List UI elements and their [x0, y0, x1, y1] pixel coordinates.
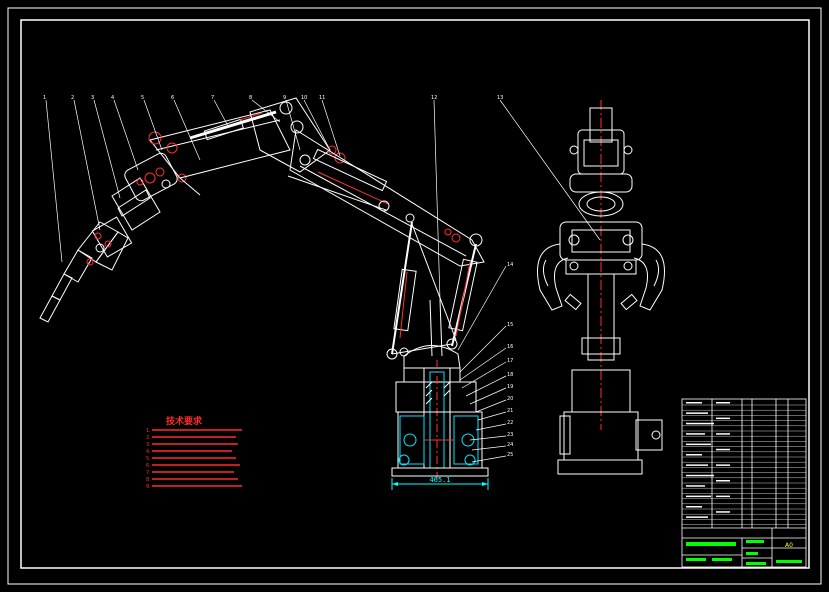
- callout-9: 9: [283, 95, 286, 101]
- title-block-text-mark: [686, 464, 708, 466]
- robot-arm-side-view: [39, 97, 485, 369]
- callout-numbers-base: 14 15 16 17 18 19 20 21 22 23 24 25: [507, 262, 513, 458]
- technical-requirements: 技术要求 1. 2. 3. 4. 5. 6. 7. 8. 9.: [146, 415, 242, 490]
- callout-5: 5: [141, 95, 144, 101]
- title-block-text-mark: [716, 480, 730, 482]
- inner-frame: [20, 19, 810, 569]
- base-section-view: [391, 360, 489, 480]
- note-line-6: 6.: [146, 463, 151, 469]
- note-line-4: 4.: [146, 449, 151, 455]
- callout-6: 6: [171, 95, 174, 101]
- callout-12: 12: [431, 95, 437, 101]
- callout-18: 18: [507, 372, 513, 378]
- note-line-9: 9.: [146, 484, 151, 490]
- note-line-7: 7.: [146, 470, 151, 476]
- right-jaw: [633, 243, 665, 311]
- base-width-dimension: 465.1: [429, 476, 450, 484]
- title-block-text-mark: [716, 495, 730, 498]
- title-block-rows: [682, 404, 806, 525]
- title-block-text-mark: [716, 511, 730, 513]
- outer-frame: [7, 7, 822, 585]
- callout-11: 11: [319, 95, 325, 101]
- callout-25: 25: [507, 452, 513, 458]
- robot-front-view: [537, 100, 665, 475]
- base-dimension: 465.1: [391, 476, 489, 490]
- note-line-1: 1.: [146, 428, 151, 434]
- callout-22: 22: [507, 420, 513, 426]
- title-block-text-mark: [686, 412, 708, 414]
- title-block-fills: [686, 402, 730, 518]
- title-block-text-mark: [716, 417, 730, 420]
- callout-numbers-top: 1 2 3 4 5 6 7 8 9 10 11 12 13: [43, 95, 503, 101]
- title-block-text-mark: [716, 448, 730, 451]
- upper-arm-link: [287, 129, 485, 267]
- note-line-3: 3.: [146, 442, 151, 448]
- callout-3: 3: [91, 95, 94, 101]
- title-block-text-mark: [686, 516, 708, 518]
- callout-2: 2: [71, 95, 74, 101]
- left-jaw: [537, 243, 569, 311]
- drawing-size-label: A0: [785, 542, 793, 549]
- title-block-text-mark: [686, 454, 702, 456]
- title-block-text-mark: [716, 402, 730, 404]
- callout-14: 14: [507, 262, 513, 268]
- title-block-text-mark: [686, 433, 705, 435]
- title-block-text-mark: [686, 443, 711, 446]
- title-block-text-mark: [716, 464, 730, 466]
- title-block-text-mark: [686, 485, 705, 487]
- title-block-text-mark: [686, 402, 702, 404]
- title-block-text-mark: [686, 495, 711, 498]
- callout-7: 7: [211, 95, 214, 101]
- title-block-text-mark: [686, 422, 714, 425]
- title-block-text-mark: [686, 474, 714, 477]
- front-column: [587, 273, 615, 361]
- callout-leaders-left: [45, 99, 601, 301]
- title-block-text-mark: [686, 506, 702, 508]
- callout-13: 13: [497, 95, 503, 101]
- callout-19: 19: [507, 384, 513, 390]
- notes-title: 技术要求: [166, 415, 203, 427]
- front-top-cylinder: [589, 107, 613, 143]
- callout-10: 10: [301, 95, 307, 101]
- callout-21: 21: [507, 408, 513, 414]
- callout-leaders-base: [457, 265, 507, 463]
- title-block-text-mark: [716, 433, 730, 435]
- callout-4: 4: [111, 95, 114, 101]
- lift-cylinders: [386, 221, 478, 360]
- note-line-8: 8.: [146, 477, 151, 483]
- callout-17: 17: [507, 358, 513, 364]
- callout-24: 24: [507, 442, 513, 448]
- title-block-green: A0: [686, 540, 802, 565]
- elbow-joint: [249, 97, 346, 173]
- callout-16: 16: [507, 344, 513, 350]
- note-line-2: 2.: [146, 435, 151, 441]
- callout-20: 20: [507, 396, 513, 402]
- callout-15: 15: [507, 322, 513, 328]
- shoulder-mount: [403, 299, 461, 369]
- end-effector: [39, 216, 133, 323]
- wrist-housing: [111, 152, 187, 231]
- note-line-5: 5.: [146, 456, 151, 462]
- forearm-link: [148, 101, 304, 196]
- callout-1: 1: [43, 95, 46, 101]
- callout-23: 23: [507, 432, 513, 438]
- callout-8: 8: [249, 95, 252, 101]
